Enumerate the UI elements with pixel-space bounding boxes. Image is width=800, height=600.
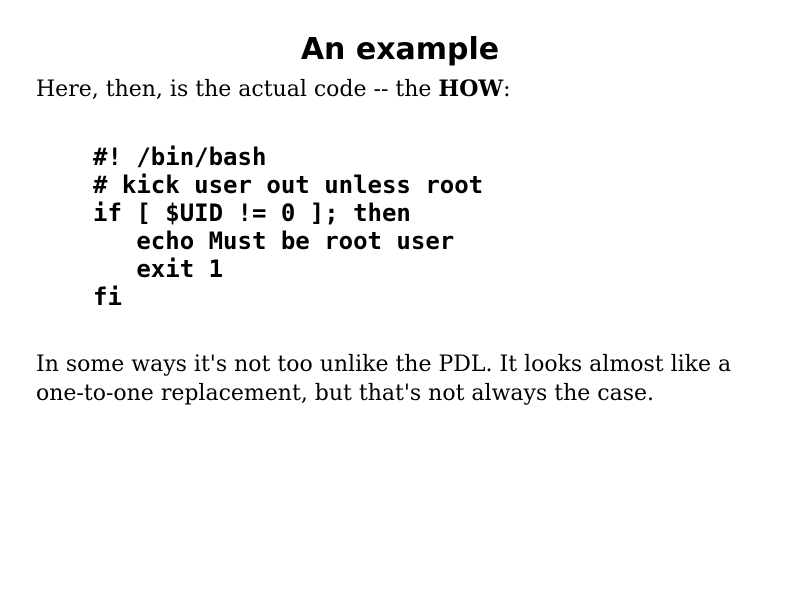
code-line: if [ $UID != 0 ]; then bbox=[93, 199, 411, 227]
intro-bold: HOW bbox=[438, 76, 504, 102]
intro-text: Here, then, is the actual code -- the HO… bbox=[36, 74, 511, 105]
code-line: fi bbox=[93, 283, 122, 311]
slide-title: An example bbox=[300, 32, 500, 67]
code-line: # kick user out unless root bbox=[93, 171, 484, 199]
body-paragraph: In some ways it's not too unlike the PDL… bbox=[36, 352, 732, 406]
intro-suffix: : bbox=[503, 77, 511, 102]
intro-prefix: Here, then, is the actual code -- the bbox=[36, 77, 439, 102]
code-line: echo Must be root user bbox=[93, 227, 455, 255]
code-line: #! /bin/bash bbox=[93, 143, 267, 171]
code-line: exit 1 bbox=[93, 255, 224, 283]
